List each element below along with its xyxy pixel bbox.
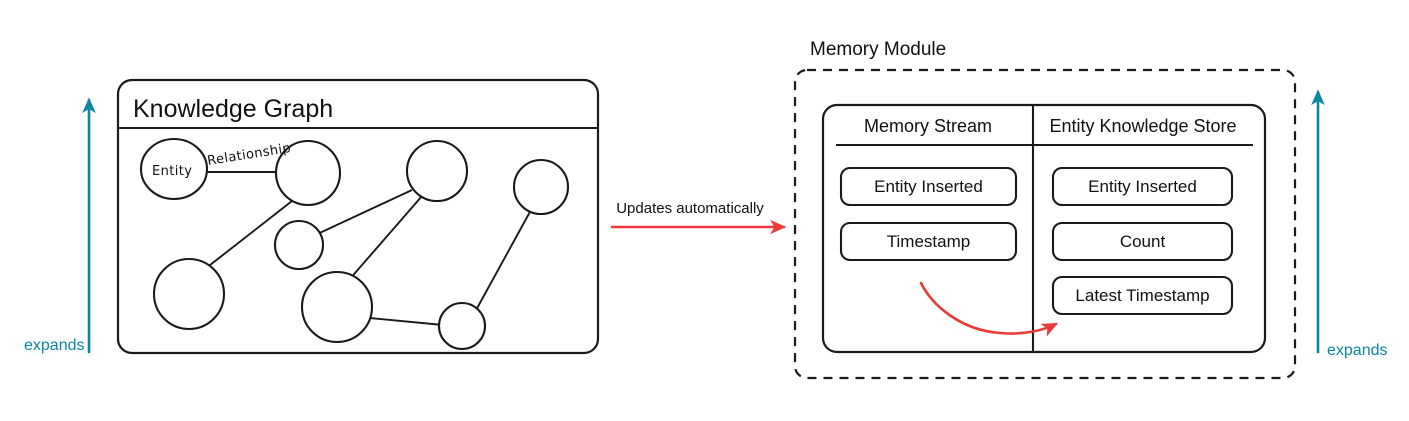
pill-label-eks-2[interactable]: Latest Timestamp (1075, 286, 1209, 305)
expands-label-left: expands (24, 337, 85, 354)
expands-label-right: expands (1327, 342, 1388, 359)
pill-eks-0 (1051, 166, 1234, 207)
knowledge-graph-nodes (139, 137, 570, 351)
graph-node (300, 270, 374, 344)
pill-eks-2 (1051, 275, 1234, 316)
graph-node (405, 139, 469, 203)
knowledge-graph-title: Knowledge Graph (133, 95, 333, 123)
memory-internal-arrow (919, 281, 1059, 337)
graph-node (152, 257, 226, 331)
graph-node (274, 139, 342, 207)
pill-label-eks-1[interactable]: Count (1120, 232, 1166, 251)
memory-module-panel[interactable] (793, 68, 1297, 380)
knowledge-graph-panel[interactable] (116, 78, 600, 355)
pill-ms-0 (839, 166, 1018, 207)
entity-label: Entity (152, 164, 192, 179)
graph-node (273, 219, 325, 271)
pill-label-ms-0[interactable]: Entity Inserted (874, 177, 983, 196)
pill-label-eks-0[interactable]: Entity Inserted (1088, 177, 1197, 196)
column-header-memory-stream: Memory Stream (864, 116, 992, 136)
graph-node (512, 158, 570, 216)
updates-flow-label: Updates automatically (616, 200, 764, 217)
graph-node (437, 301, 487, 351)
pill-ms-1 (839, 221, 1018, 262)
graph-node-entity (139, 137, 209, 201)
pill-eks-1 (1051, 221, 1234, 262)
pill-label-ms-1[interactable]: Timestamp (887, 232, 970, 251)
column-header-entity-knowledge-store: Entity Knowledge Store (1049, 116, 1236, 136)
memory-module-title: Memory Module (810, 39, 946, 60)
